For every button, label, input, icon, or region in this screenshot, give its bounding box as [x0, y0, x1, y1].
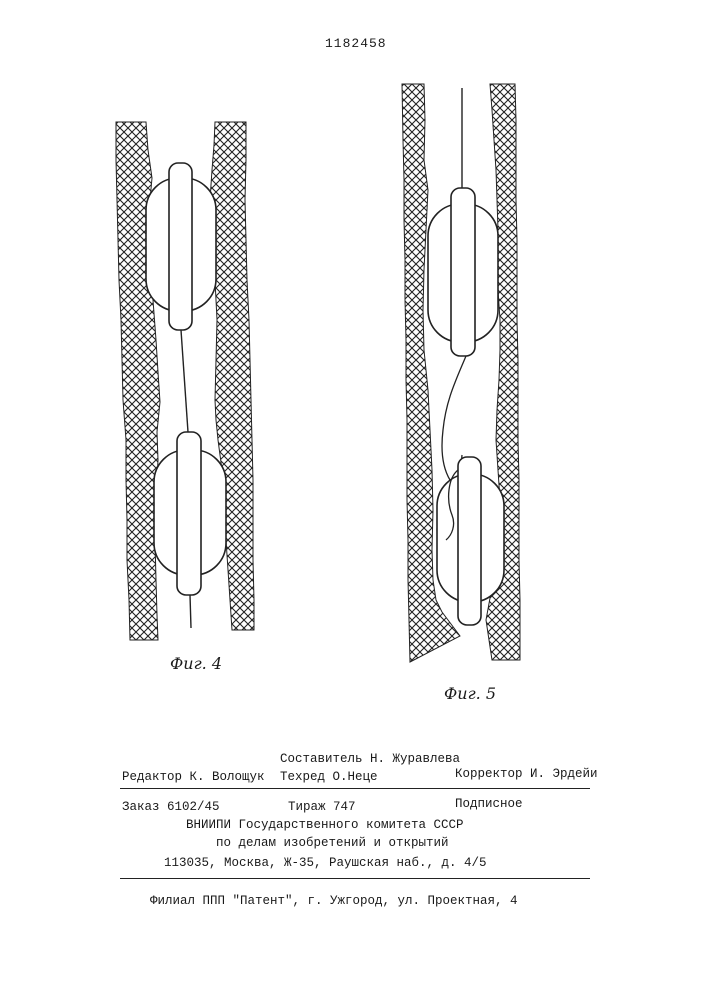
fig4-cable-bottom	[190, 595, 191, 628]
branch-line: Филиал ППП "Патент", г. Ужгород, ул. Про…	[150, 894, 518, 908]
subscription-line: Подписное	[455, 797, 523, 811]
org-line-2: по делам изобретений и открытий	[216, 836, 449, 850]
fig4-cable	[181, 330, 188, 432]
figure-5	[402, 84, 520, 662]
org-line-1: ВНИИПИ Государственного комитета СССР	[186, 818, 464, 832]
figure-5-label: Фиг. 5	[444, 684, 496, 703]
corrector-line: Корректор И. Эрдейи	[455, 767, 598, 781]
editor-line: Редактор К. Волощук	[122, 770, 265, 784]
address-line: 113035, Москва, Ж-35, Раушская наб., д. …	[164, 856, 487, 870]
divider-top	[120, 788, 590, 789]
circulation-line: Тираж 747	[288, 800, 356, 814]
fig4-upper-mandrel	[169, 163, 192, 330]
order-line: Заказ 6102/45	[122, 800, 220, 814]
fig4-lower-mandrel	[177, 432, 201, 595]
figure-4	[116, 122, 254, 640]
divider-bottom	[120, 878, 590, 879]
fig5-lower-mandrel	[458, 457, 481, 625]
techred-line: Техред О.Неце	[280, 770, 378, 784]
compiler-line: Составитель Н. Журавлева	[280, 752, 460, 766]
figure-4-label: Фиг. 4	[170, 654, 222, 673]
fig5-upper-mandrel	[451, 188, 475, 356]
